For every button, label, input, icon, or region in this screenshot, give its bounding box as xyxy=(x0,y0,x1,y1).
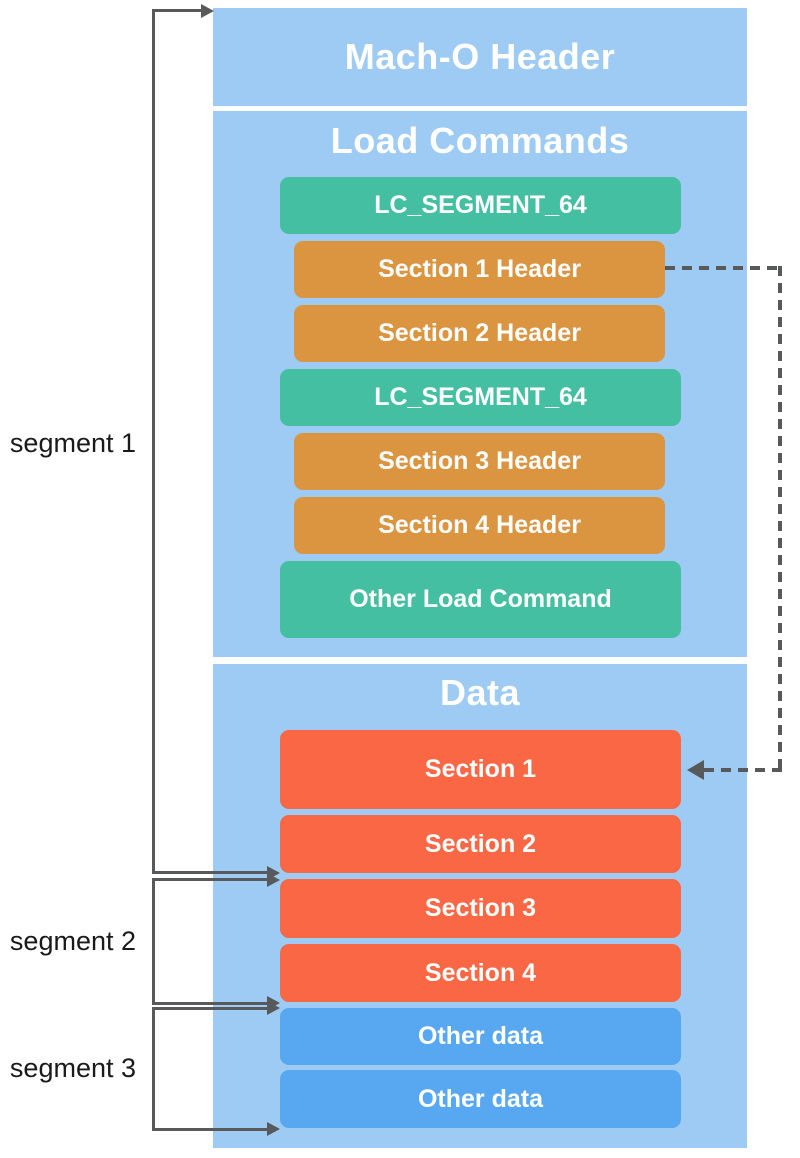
segment-3-bottom-arrowhead-icon xyxy=(267,1122,280,1136)
section-1-data-box: Section 1 xyxy=(280,730,681,809)
macho-header-label: Mach-O Header xyxy=(344,36,616,77)
section-4-data-box: Section 4 xyxy=(280,944,681,1002)
segment-1-bracket-line xyxy=(152,9,155,874)
other-data-box-1: Other data xyxy=(280,1008,681,1065)
connector-dashed-line-bottom xyxy=(704,768,782,772)
connector-dashed-line-top xyxy=(665,266,782,270)
segment-3-label: segment 3 xyxy=(9,1053,136,1083)
section-2-data-box: Section 2 xyxy=(280,815,681,873)
segment-2-top-arrowhead-icon xyxy=(267,873,280,887)
segment-2-bracket-line xyxy=(152,878,155,1005)
connector-arrowhead-icon xyxy=(687,760,704,780)
segment-3-bracket-line xyxy=(152,1007,155,1131)
segment-2-label: segment 2 xyxy=(9,926,136,956)
section-1-header-box: Section 1 Header xyxy=(294,241,665,298)
segment-3-top-arrowhead-icon xyxy=(267,1001,280,1015)
connector-dashed-line-right xyxy=(778,266,782,772)
segment-3-top-arrow-line xyxy=(152,1007,268,1010)
segment-3-bottom-arrow-line xyxy=(152,1128,268,1131)
lc-segment-64-box-1: LC_SEGMENT_64 xyxy=(280,177,681,234)
lc-segment-64-box-2: LC_SEGMENT_64 xyxy=(280,369,681,426)
segment-1-label: segment 1 xyxy=(9,428,136,458)
section-3-data-box: Section 3 xyxy=(280,879,681,938)
data-title: Data xyxy=(439,672,521,713)
other-data-box-2: Other data xyxy=(280,1070,681,1128)
segment-2-top-arrow-line xyxy=(152,878,268,881)
macho-header-block: Mach-O Header xyxy=(213,8,747,106)
segment-1-top-arrowhead-icon xyxy=(201,4,214,18)
load-commands-title: Load Commands xyxy=(330,120,630,161)
segment-1-bottom-arrow-line xyxy=(152,871,268,874)
other-load-command-box: Other Load Command xyxy=(280,561,681,638)
section-2-header-box: Section 2 Header xyxy=(294,305,665,362)
segment-1-top-arrow-line xyxy=(152,9,201,12)
section-3-header-box: Section 3 Header xyxy=(294,433,665,490)
section-4-header-box: Section 4 Header xyxy=(294,497,665,554)
segment-2-bottom-arrow-line xyxy=(152,1002,268,1005)
